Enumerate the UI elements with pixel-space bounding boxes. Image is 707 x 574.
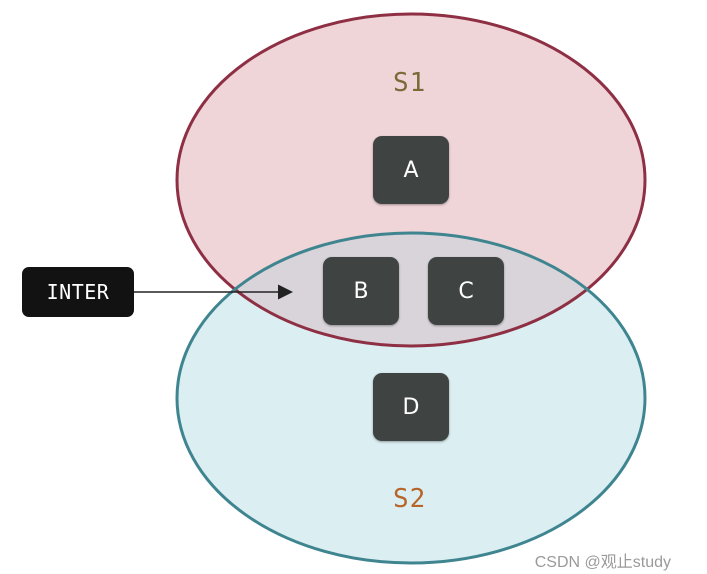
- set-s1-outline: [175, 12, 647, 348]
- element-b: B: [323, 257, 399, 325]
- watermark: CSDN @观止study: [534, 554, 671, 571]
- set-s1-label: S1: [393, 68, 427, 98]
- inter-operation-tag: INTER: [22, 267, 134, 317]
- set-s2-label: S2: [393, 484, 427, 514]
- element-d: D: [373, 373, 449, 441]
- element-c: C: [428, 257, 504, 325]
- set-s2-outline: [175, 231, 647, 565]
- element-a: A: [373, 136, 449, 204]
- intersection-region: [177, 233, 645, 346]
